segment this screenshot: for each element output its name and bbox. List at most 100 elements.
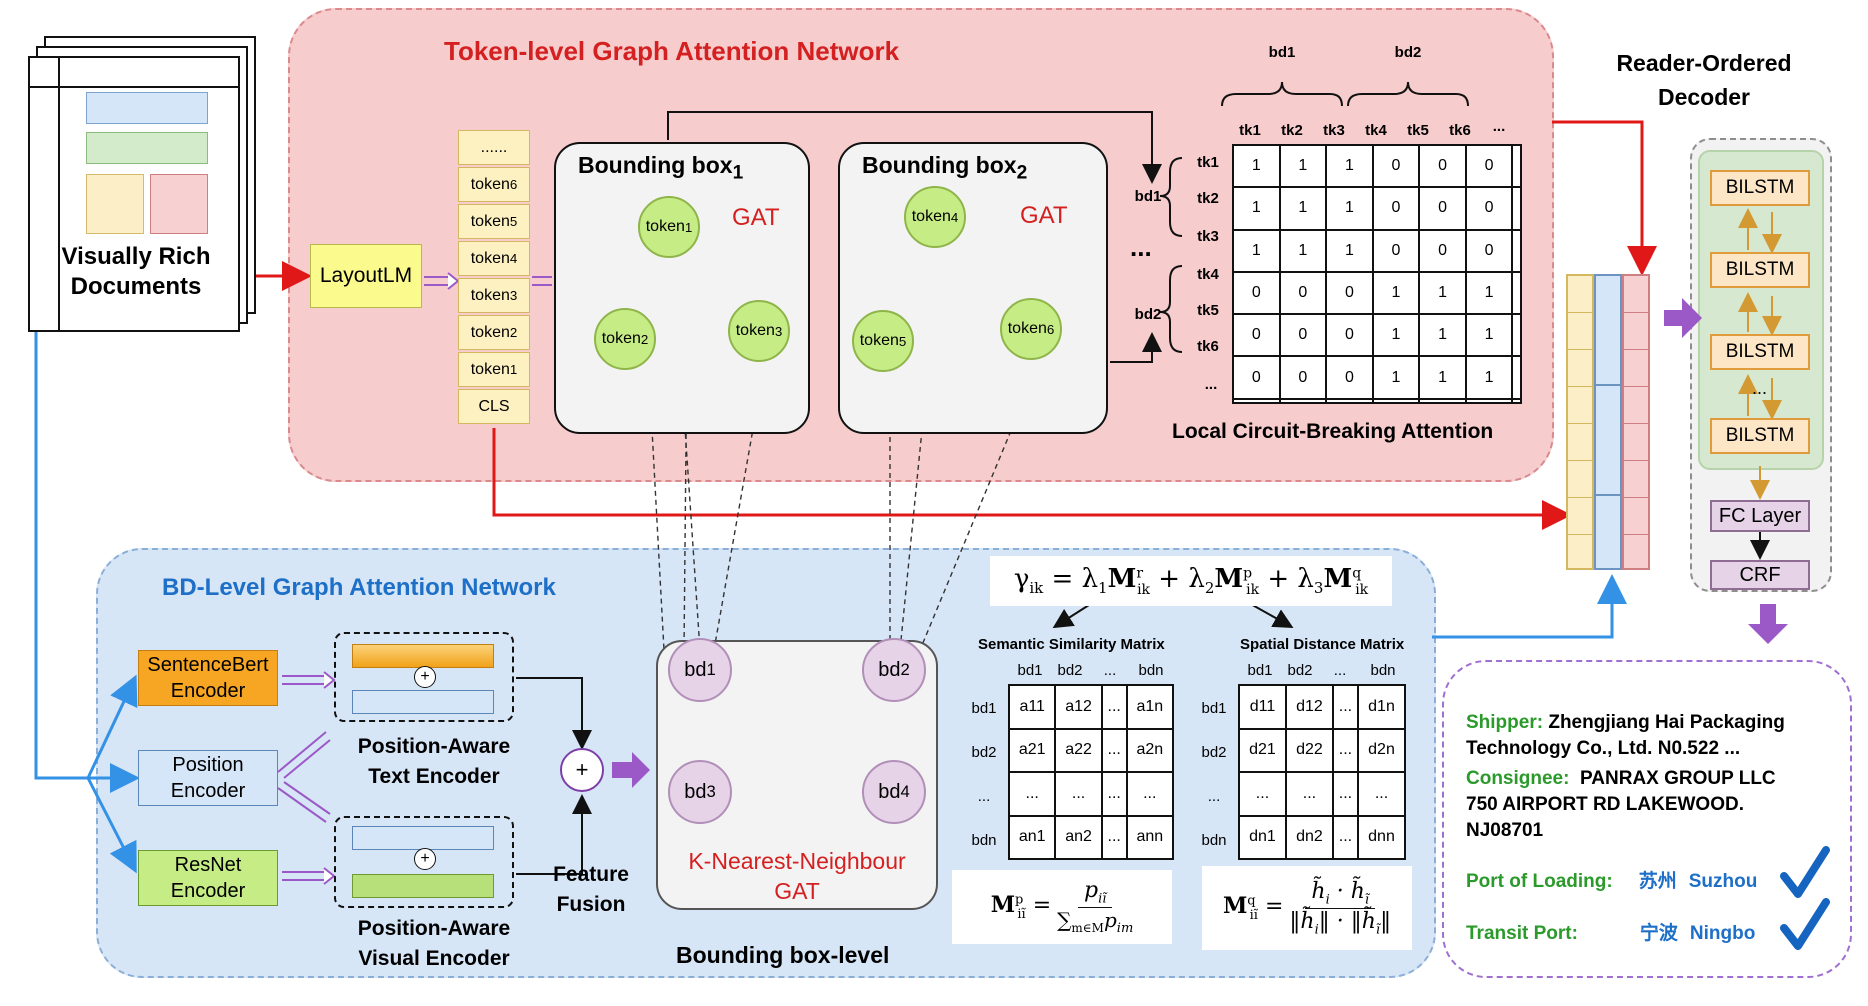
gamma-formula: γik = λ1Mrik + λ2Mpik + λ3Mqik	[990, 556, 1392, 606]
to-sentencebert-arrow	[86, 674, 138, 779]
visual-feature-bar	[352, 874, 494, 898]
matrix-col-header: tk1	[1239, 122, 1261, 139]
check-icon	[1780, 898, 1830, 950]
check-icon	[1780, 846, 1830, 898]
token-cell-cls: CLS	[458, 389, 530, 424]
matrix-row-header: tk2	[1197, 190, 1219, 207]
spatial-matrix-title: Spatial Distance Matrix	[1240, 636, 1405, 653]
bbox-ellipsis: ...	[1130, 232, 1152, 262]
bilstm-block: BILSTM	[1710, 418, 1810, 454]
bilstm-block: BILSTM	[1710, 334, 1810, 370]
matrix-row-header: tk1	[1197, 154, 1219, 171]
document-block-green	[86, 132, 208, 164]
layoutlm-box: LayoutLM	[310, 244, 422, 308]
bilstm-block: BILSTM	[1710, 252, 1810, 288]
matrix-to-concat-arrow	[1552, 120, 1657, 276]
matrix-row-header: tk3	[1197, 228, 1219, 245]
decoder-to-output-arrow	[1748, 604, 1788, 644]
matrix-row-group-label: bd1	[1134, 188, 1162, 205]
matrix-row-header: ...	[1204, 376, 1218, 393]
matrix-row-header: tk5	[1197, 302, 1219, 319]
bilstm-ellipsis: ...	[1752, 378, 1768, 398]
spatial-col-header: bd1	[1247, 662, 1273, 679]
semantic-row-header: bd1	[971, 700, 997, 717]
matrix-row-header: tk4	[1197, 266, 1219, 283]
spatial-col-header: ...	[1333, 662, 1347, 679]
text-plus-icon: +	[414, 666, 436, 688]
visual-to-fusion-line	[516, 794, 592, 875]
matrix-row-header: tk6	[1197, 338, 1219, 355]
semantic-matrix-title: Semantic Similarity Matrix	[978, 636, 1165, 653]
matrix-col-header: tk2	[1281, 122, 1303, 139]
semantic-row-header: bdn	[971, 832, 997, 849]
bilstm-block: BILSTM	[1710, 170, 1810, 206]
to-resnet-arrow	[86, 777, 137, 874]
position-to-visual-arrow	[277, 781, 331, 823]
crf-box: CRF	[1710, 560, 1810, 590]
spatial-row-header: bd2	[1201, 744, 1227, 761]
bbox1-gat-label: GAT	[732, 204, 780, 231]
matrix-col-header: tk3	[1323, 122, 1345, 139]
fusion-to-knn-arrow	[612, 752, 650, 788]
shipper-line: Shipper: Zhengjiang Hai Packaging	[1466, 712, 1785, 733]
mp-formula: Mpiĩ = piĩ ∑m∈Mpim	[952, 870, 1172, 944]
resnet-to-visual-arrow	[282, 867, 336, 885]
token-cell: ......	[458, 130, 530, 165]
visual-position-bar	[352, 826, 494, 850]
docs-to-encoders-line	[34, 330, 88, 780]
concat-column-blue	[1594, 274, 1622, 570]
spatial-row-header: bd1	[1201, 700, 1227, 717]
concat-column-yellow	[1566, 274, 1594, 570]
matrix-group-label: bd2	[1394, 44, 1422, 61]
fusion-plus-icon: +	[560, 748, 604, 792]
fc-layer-box: FC Layer	[1710, 500, 1810, 532]
text-feature-bar	[352, 644, 494, 668]
matrix-col-header: ...	[1492, 118, 1506, 135]
text-to-fusion-line	[516, 677, 592, 750]
semantic-row-header: bd2	[971, 744, 997, 761]
layoutlm-to-tokens-arrow	[424, 272, 460, 290]
matrix-group-label: bd1	[1268, 44, 1296, 61]
semantic-row-header: ...	[977, 788, 991, 805]
cls-to-concat-arrow	[492, 428, 1572, 530]
semantic-col-header: bdn	[1138, 662, 1164, 679]
document-block-blue	[86, 92, 208, 124]
consignee-line-2: 750 AIRPORT RD LAKEWOOD.	[1466, 794, 1744, 815]
matrix-row-group-label: bd2	[1134, 306, 1162, 323]
visual-plus-icon: +	[414, 848, 436, 870]
matrix-braces	[1159, 81, 1469, 353]
bounding-box-level-caption: Bounding box-level	[676, 942, 890, 968]
document-block-yellow	[86, 174, 144, 234]
bd-level-title: BD-Level Graph Attention Network	[162, 574, 556, 601]
bounding-box-1-title: Bounding box1	[578, 152, 744, 184]
text-position-bar	[352, 690, 494, 714]
spatial-row-header: ...	[1207, 788, 1221, 805]
position-to-text-arrow	[277, 731, 331, 779]
matrix-col-header: tk6	[1449, 122, 1471, 139]
